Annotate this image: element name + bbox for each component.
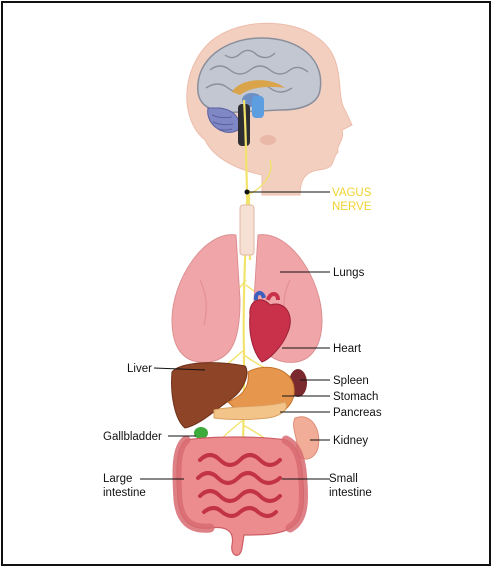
kidney-label: Kidney <box>333 435 368 447</box>
liver-label: Liver <box>127 363 152 375</box>
spleen-label: Spleen <box>333 375 369 387</box>
large-intestine-label-2: intestine <box>103 487 146 499</box>
stomach-label: Stomach <box>333 391 378 403</box>
ear <box>260 135 276 145</box>
vagus-label-1: VAGUS <box>332 187 372 199</box>
pancreas-label: Pancreas <box>333 407 382 419</box>
large-intestine-label-1: Large <box>103 473 132 485</box>
pons <box>252 96 264 118</box>
vagus-label-2: NERVE <box>332 201 372 213</box>
gallbladder-label: Gallbladder <box>103 431 162 443</box>
small-intestine-label-1: Small <box>329 473 358 485</box>
heart-label: Heart <box>333 343 362 355</box>
gallbladder <box>194 427 208 439</box>
trachea <box>240 205 254 255</box>
nerve-pointer-dot <box>245 190 250 195</box>
small-intestine-label-2: intestine <box>329 487 372 499</box>
lungs-label: Lungs <box>333 267 365 279</box>
